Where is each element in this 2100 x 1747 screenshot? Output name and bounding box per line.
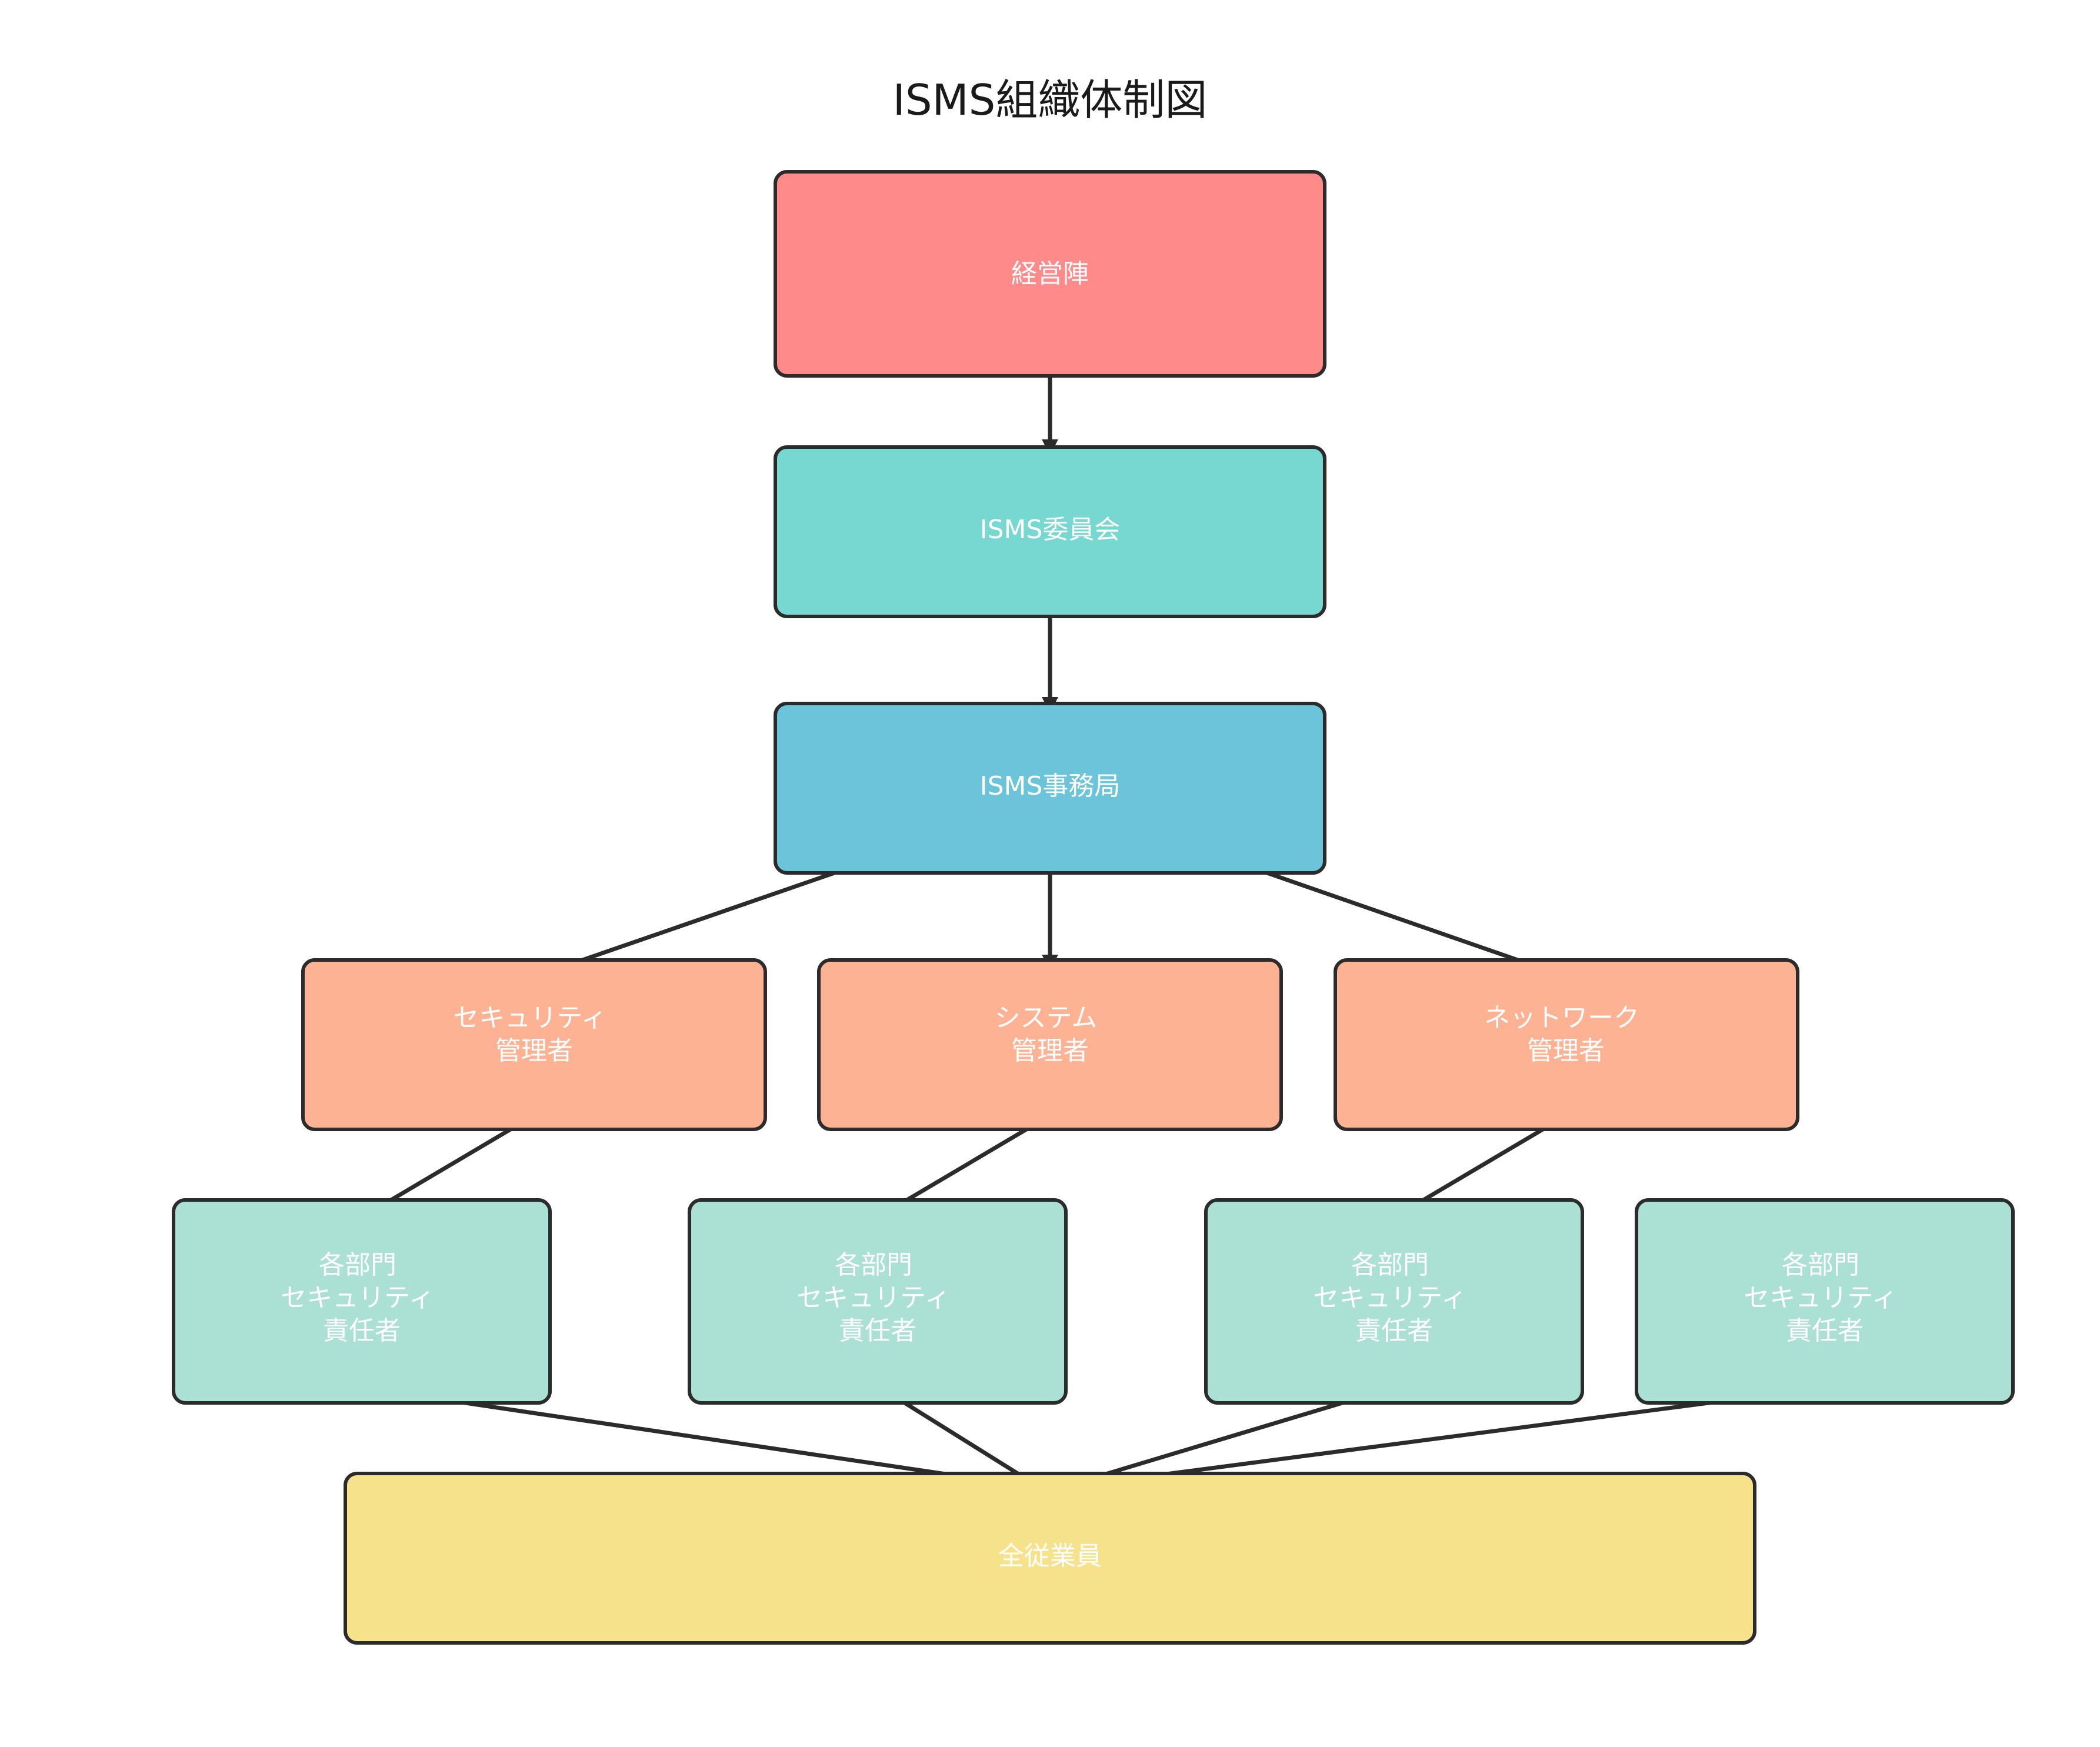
node-system-manager-box bbox=[817, 958, 1283, 1131]
edge-system-manager-dept-2 bbox=[882, 1114, 1049, 1216]
node-security-manager-box bbox=[301, 958, 767, 1131]
node-dept-officer-3-label: 各部門 セキュリティ 責任者 bbox=[1313, 1250, 1475, 1346]
edge-security-manager-dept-1 bbox=[366, 1114, 534, 1216]
node-dept-officer-1-label: 各部門 セキュリティ 責任者 bbox=[281, 1250, 442, 1346]
node-executive-label: 経営陣 bbox=[1011, 259, 1089, 289]
node-dept-officer-3: 各部門 セキュリティ 責任者 bbox=[1204, 1198, 1584, 1405]
node-committee: ISMS委員会 bbox=[774, 445, 1326, 618]
node-executive: 経営陣 bbox=[774, 170, 1326, 378]
node-all-staff-box bbox=[344, 1472, 1756, 1645]
node-dept-officer-4-box bbox=[1635, 1198, 2015, 1405]
node-dept-officer-4: 各部門 セキュリティ 責任者 bbox=[1635, 1198, 2015, 1405]
node-security-manager: セキュリティ 管理者 bbox=[301, 958, 767, 1131]
edge-dept-3-all-staff bbox=[1057, 1386, 1392, 1492]
node-dept-officer-1: 各部門 セキュリティ 責任者 bbox=[172, 1198, 552, 1405]
edge-office-security-manager bbox=[538, 856, 876, 978]
node-system-manager-label: システム 管理者 bbox=[995, 1003, 1106, 1066]
edge-dept-2-all-staff bbox=[880, 1386, 1043, 1490]
edge-dept-4-all-staff bbox=[1057, 1386, 1821, 1495]
node-office: ISMS事務局 bbox=[774, 702, 1326, 875]
edge-network-manager-dept-3 bbox=[1399, 1114, 1566, 1216]
node-committee-box bbox=[774, 445, 1326, 618]
edge-dept-1-all-staff bbox=[365, 1386, 1043, 1495]
edge-office-network-manager bbox=[1225, 856, 1562, 978]
node-dept-officer-2: 各部門 セキュリティ 責任者 bbox=[688, 1198, 1068, 1405]
node-all-staff-label: 全従業員 bbox=[998, 1541, 1102, 1571]
node-dept-officer-2-box bbox=[688, 1198, 1068, 1405]
node-dept-officer-1-box bbox=[172, 1198, 552, 1405]
node-committee-label: ISMS委員会 bbox=[980, 515, 1121, 545]
node-office-label: ISMS事務局 bbox=[980, 771, 1121, 801]
node-system-manager: システム 管理者 bbox=[817, 958, 1283, 1131]
node-network-manager-label: ネットワーク 管理者 bbox=[1484, 1003, 1648, 1066]
node-network-manager-box bbox=[1334, 958, 1799, 1131]
node-executive-box bbox=[774, 170, 1326, 378]
chart-title: ISMS組織体制図 bbox=[893, 75, 1208, 125]
node-security-manager-label: セキュリティ 管理者 bbox=[453, 1003, 615, 1066]
node-dept-officer-4-label: 各部門 セキュリティ 責任者 bbox=[1744, 1250, 1905, 1346]
node-all-staff: 全従業員 bbox=[344, 1472, 1756, 1645]
node-office-box bbox=[774, 702, 1326, 875]
node-network-manager: ネットワーク 管理者 bbox=[1334, 958, 1799, 1131]
node-dept-officer-2-label: 各部門 セキュリティ 責任者 bbox=[796, 1250, 958, 1346]
edges bbox=[365, 347, 1821, 1495]
node-dept-officer-3-box bbox=[1204, 1198, 1584, 1405]
